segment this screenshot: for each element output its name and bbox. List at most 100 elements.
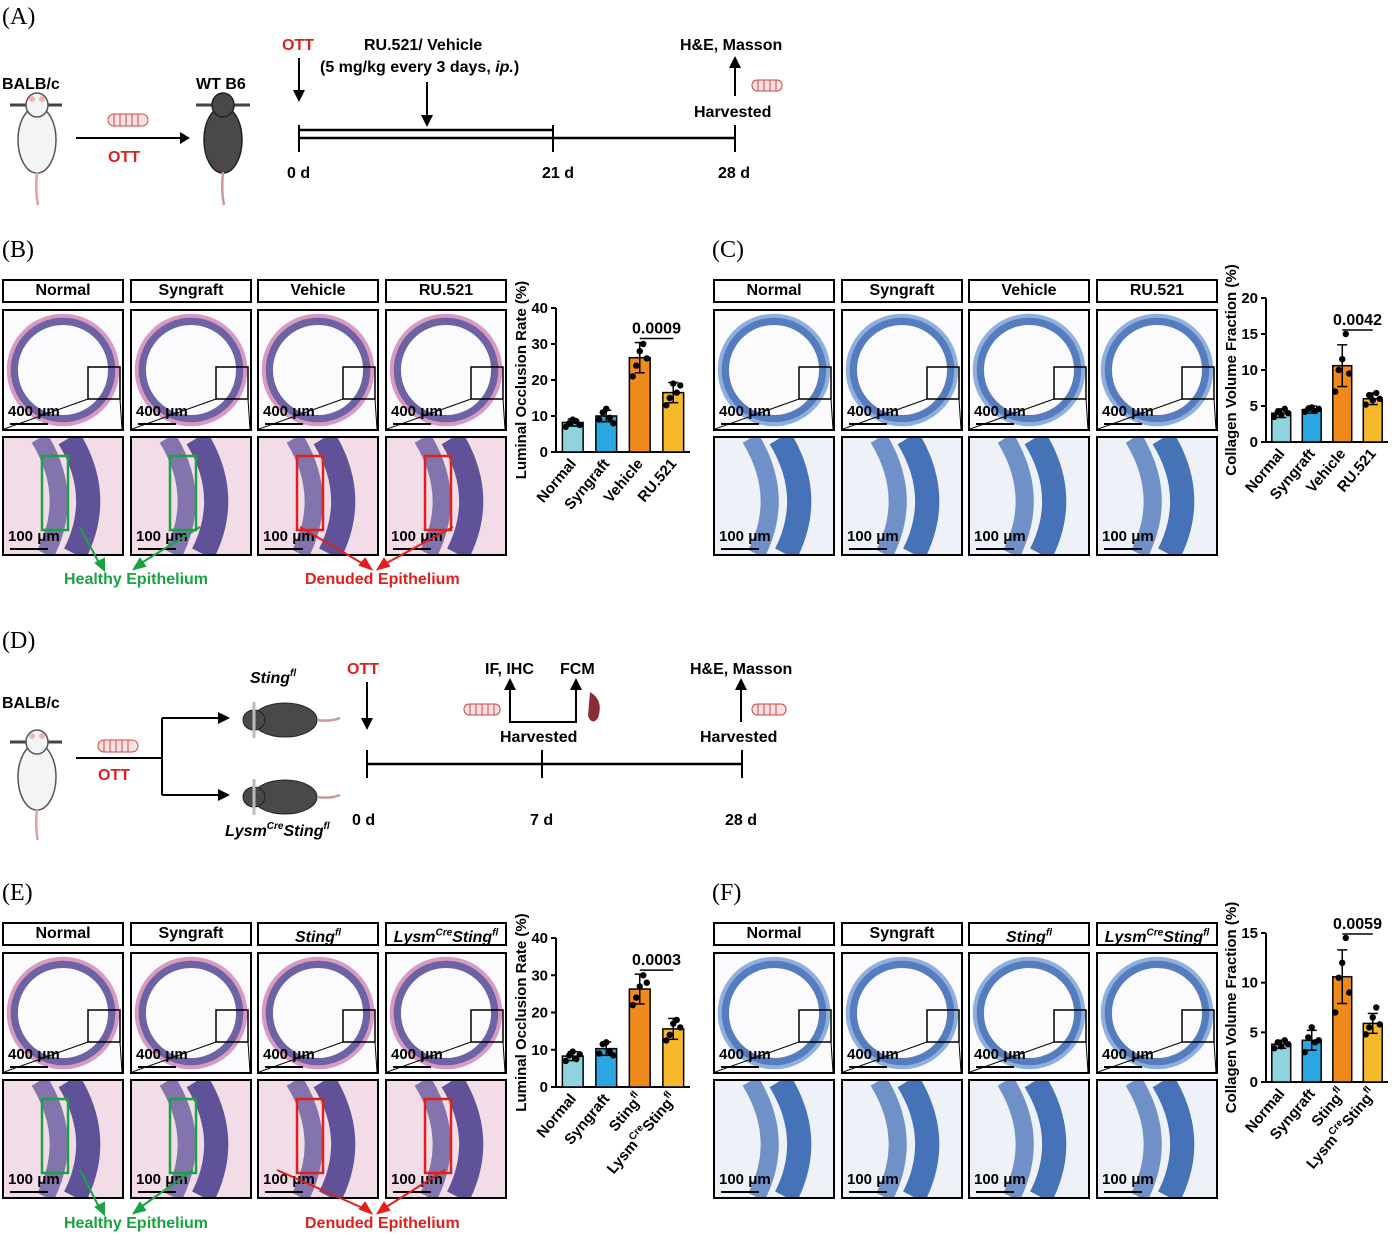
- c-header-3: RU.521: [1096, 279, 1218, 303]
- tissue-ring-image: [1098, 311, 1216, 429]
- y-tick-label: 10: [531, 408, 548, 425]
- data-point: [1339, 959, 1346, 966]
- tissue-ring-image: [259, 311, 377, 429]
- f-zoom-panel-3: [1096, 1079, 1218, 1199]
- f-zoom-panel-1: [841, 1079, 963, 1199]
- y-tick-label: 30: [531, 967, 548, 984]
- f-scale-400-1: 400 μm: [847, 1046, 899, 1063]
- c-zoom-panel-3: [1096, 436, 1218, 556]
- tissue-ring-image: [970, 954, 1088, 1072]
- tissue-zoom-image: [715, 1081, 833, 1197]
- denuded-epithelium-label-b: Denuded Epithelium: [305, 571, 460, 588]
- f-header-0: Normal: [713, 922, 835, 946]
- denuded-region-box: [295, 454, 325, 532]
- c-scale-100-2: 100 μm: [974, 528, 1026, 545]
- lysmcre-sting-mouse-icon: [242, 779, 341, 815]
- c-scale-400-2: 400 μm: [974, 403, 1026, 420]
- ott-label-d: OTT: [98, 767, 130, 784]
- data-point: [1278, 411, 1285, 418]
- data-point: [643, 355, 650, 362]
- tissue-zoom-image: [4, 1081, 122, 1197]
- data-point: [643, 979, 650, 986]
- f-scale-100-0: 100 μm: [719, 1171, 771, 1188]
- e-scalebar-400-3: [393, 1066, 431, 1068]
- endpoint-a: H&E, Masson: [680, 37, 782, 54]
- e-scale-400-3: 400 μm: [391, 1046, 443, 1063]
- e-scalebar-400-2: [265, 1066, 303, 1068]
- c-scale-100-1: 100 μm: [847, 528, 899, 545]
- p-value-label: 0.0042: [1333, 312, 1382, 329]
- y-tick-label: 20: [531, 372, 548, 389]
- f-scale-100-3: 100 μm: [1102, 1171, 1154, 1188]
- f-header-1: Syngraft: [841, 922, 963, 946]
- data-point: [670, 380, 677, 387]
- b-scale-400-3: 400 μm: [391, 403, 443, 420]
- e-scalebar-100-1: [138, 1191, 176, 1193]
- data-point: [1362, 401, 1369, 408]
- data-point: [1281, 405, 1288, 413]
- data-point: [1305, 1034, 1312, 1041]
- b-ring-panel-0: [2, 309, 124, 431]
- y-axis-label: Luminal Occlusion Rate (%): [513, 281, 530, 479]
- data-point: [629, 1001, 636, 1009]
- data-point: [1278, 1043, 1285, 1050]
- tissue-zoom-image: [970, 1081, 1088, 1197]
- f-scalebar-100-1: [849, 1191, 887, 1193]
- b-scale-100-2: 100 μm: [263, 528, 315, 545]
- data-point: [596, 1050, 603, 1057]
- arrow-denuded-e: [276, 1169, 446, 1215]
- f-header-2: Stingfl: [968, 922, 1090, 946]
- tissue-ring-image: [843, 954, 961, 1072]
- healthy-epithelium-label-e: Healthy Epithelium: [64, 1215, 209, 1232]
- e-header-2: Stingfl: [257, 922, 379, 946]
- balbc-mouse-icon: [10, 92, 62, 206]
- c-scale-100-0: 100 μm: [719, 528, 771, 545]
- data-point: [636, 983, 643, 990]
- e-ring-panel-1: [130, 952, 252, 1074]
- b-zoom-panel-2: [257, 436, 379, 556]
- c-zoom-panel-2: [968, 436, 1090, 556]
- b-scalebar-400-0: [10, 423, 48, 425]
- timepoint-d-7: 7 d: [530, 812, 553, 829]
- data-point: [562, 1057, 569, 1065]
- c-scalebar-100-2: [976, 548, 1014, 550]
- healthy-region-box: [40, 1097, 70, 1175]
- tissue-zoom-image: [1098, 438, 1216, 554]
- y-tick-label: 0: [1250, 434, 1258, 451]
- data-point: [640, 972, 647, 979]
- tissue-ring-image: [970, 311, 1088, 429]
- c-ring-panel-1: [841, 309, 963, 431]
- f-ring-panel-0: [713, 952, 835, 1074]
- b-scale-100-1: 100 μm: [136, 528, 188, 545]
- data-point: [576, 421, 583, 429]
- tissue-zoom-image: [259, 1081, 377, 1197]
- y-tick-label: 15: [1241, 925, 1258, 942]
- b-scale-400-2: 400 μm: [263, 403, 315, 420]
- denuded-region-box: [423, 454, 453, 532]
- b-header-3: RU.521: [385, 279, 507, 303]
- b-header-0: Normal: [2, 279, 124, 303]
- f-scale-100-2: 100 μm: [974, 1171, 1026, 1188]
- panel-label-b: (B): [2, 237, 34, 263]
- y-tick-label: 0: [1250, 1074, 1258, 1091]
- tissue-zoom-image: [843, 1081, 961, 1197]
- fcm-label: FCM: [560, 661, 595, 678]
- data-point: [1301, 1049, 1308, 1056]
- data-point: [673, 1016, 680, 1024]
- tissue-ring-image: [4, 954, 122, 1072]
- c-scalebar-100-1: [849, 548, 887, 550]
- y-tick-label: 10: [531, 1042, 548, 1059]
- b-header-2: Vehicle: [257, 279, 379, 303]
- e-scale-400-0: 400 μm: [8, 1046, 60, 1063]
- e-scale-100-2: 100 μm: [263, 1171, 315, 1188]
- data-point: [1346, 989, 1353, 996]
- data-point: [1342, 934, 1349, 942]
- f-ring-panel-1: [841, 952, 963, 1074]
- tissue-ring-image: [715, 954, 833, 1072]
- graft-tube-icon: [751, 703, 787, 716]
- tissue-zoom-image: [387, 1081, 505, 1197]
- e-scalebar-100-3: [393, 1191, 431, 1193]
